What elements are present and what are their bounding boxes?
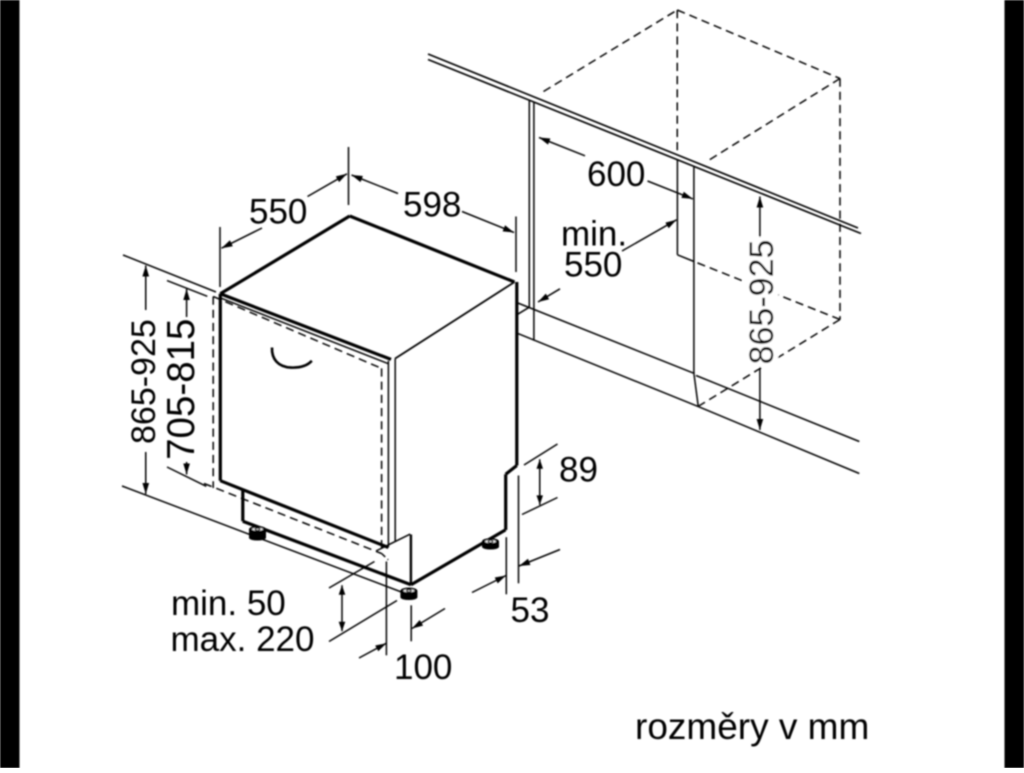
svg-text:598: 598 [403, 186, 461, 225]
svg-text:53: 53 [511, 591, 550, 630]
svg-text:max. 220: max. 220 [171, 620, 315, 659]
svg-text:865-925: 865-925 [125, 319, 163, 444]
svg-text:rozměry v mm: rozměry v mm [635, 706, 869, 747]
svg-text:89: 89 [559, 451, 598, 490]
svg-text:550: 550 [249, 193, 307, 232]
svg-text:100: 100 [394, 648, 452, 687]
svg-text:865-925: 865-925 [743, 240, 781, 365]
svg-text:min. 50: min. 50 [171, 584, 286, 623]
svg-text:600: 600 [587, 155, 645, 194]
svg-text:705-815: 705-815 [160, 319, 203, 460]
svg-text:550: 550 [564, 246, 622, 285]
